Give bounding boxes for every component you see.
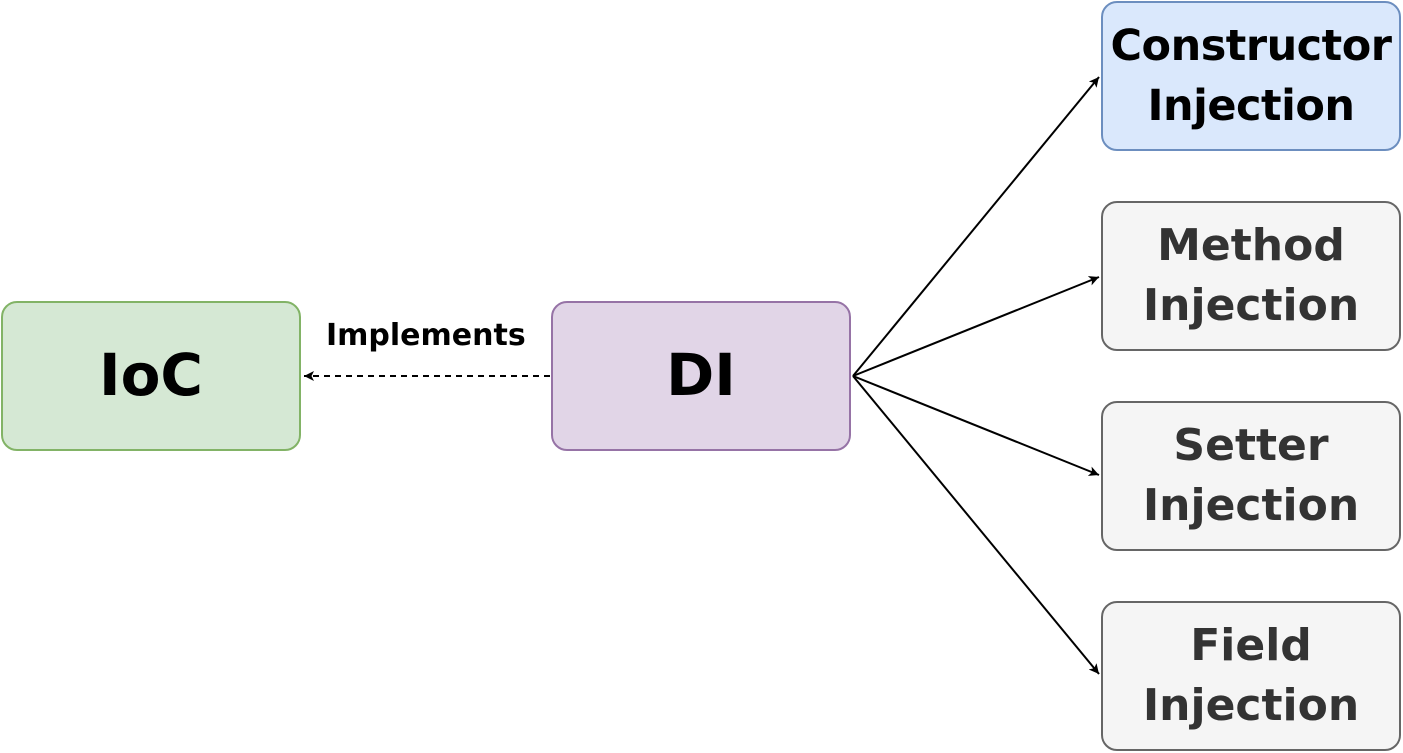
node-ioc-label: IoC: [99, 341, 203, 410]
edge-di-to-field-arrow: [852, 375, 1100, 675]
edge-di-to-setter-arrow: [852, 375, 1100, 476]
node-field-injection-label: Field Injection: [1142, 620, 1360, 731]
node-field-injection[interactable]: Field Injection: [1101, 601, 1401, 751]
node-setter-injection-label: Setter Injection: [1142, 420, 1360, 531]
edge-di-to-method-arrow: [852, 276, 1100, 377]
node-di-label: DI: [666, 341, 736, 410]
node-method-injection[interactable]: Method Injection: [1101, 201, 1401, 351]
node-constructor-injection[interactable]: Constructor Injection: [1101, 1, 1401, 151]
node-method-injection-label: Method Injection: [1142, 220, 1360, 331]
edge-di-to-constructor-arrow: [852, 76, 1100, 377]
node-di[interactable]: DI: [551, 301, 851, 451]
edge-label-implements: Implements: [326, 318, 526, 353]
node-ioc[interactable]: IoC: [1, 301, 301, 451]
node-constructor-injection-label: Constructor Injection: [1110, 21, 1392, 131]
node-setter-injection[interactable]: Setter Injection: [1101, 401, 1401, 551]
